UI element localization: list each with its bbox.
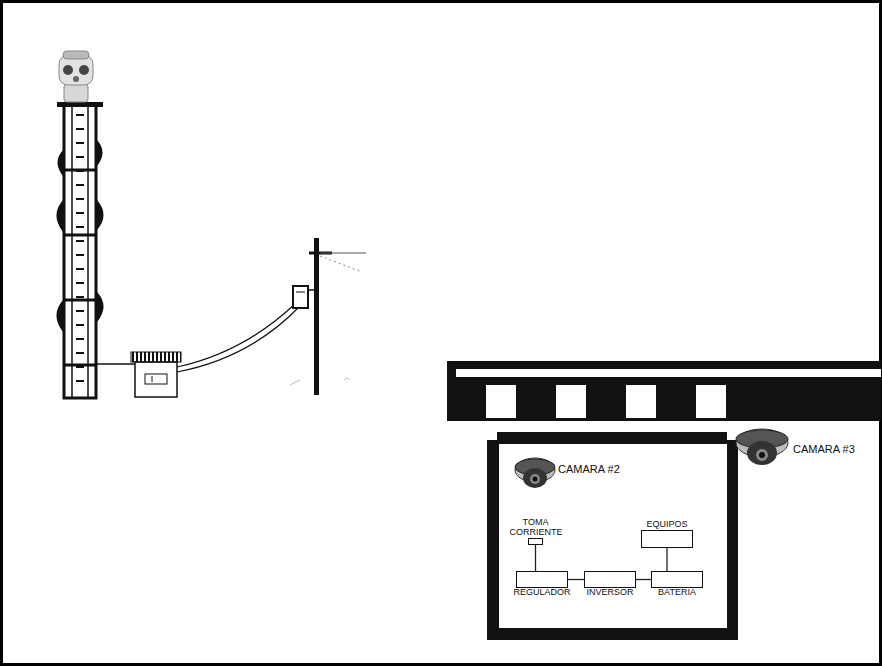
tower (57, 102, 104, 398)
component-box: TOMA CORRIENTE (528, 538, 543, 545)
component-label: EQUIPOS (646, 520, 687, 530)
utility-pole (290, 238, 366, 395)
dome-camera (736, 429, 788, 465)
cable (177, 306, 300, 372)
camera-label: CAMARA #3 (793, 443, 855, 455)
component-label: INVERSOR (586, 588, 633, 598)
component-box: EQUIPOS (641, 530, 693, 548)
component-label: TOMA CORRIENTE (510, 518, 562, 538)
component-label: REGULADOR (513, 588, 570, 598)
dome-camera (515, 458, 555, 488)
junction-box (97, 352, 181, 397)
building-roof (447, 361, 881, 421)
wire (535, 545, 536, 571)
component-label: BATERIA (658, 588, 696, 598)
wire (568, 579, 584, 580)
component-box: INVERSOR (584, 571, 636, 588)
wire (666, 548, 667, 571)
room-enclosure (487, 432, 738, 640)
cable (177, 302, 297, 367)
component-box: REGULADOR (516, 571, 568, 588)
camera-label: CAMARA #2 (558, 463, 620, 475)
wire (636, 579, 651, 580)
ptz-camera (59, 51, 93, 102)
component-box: BATERIA (651, 571, 703, 588)
